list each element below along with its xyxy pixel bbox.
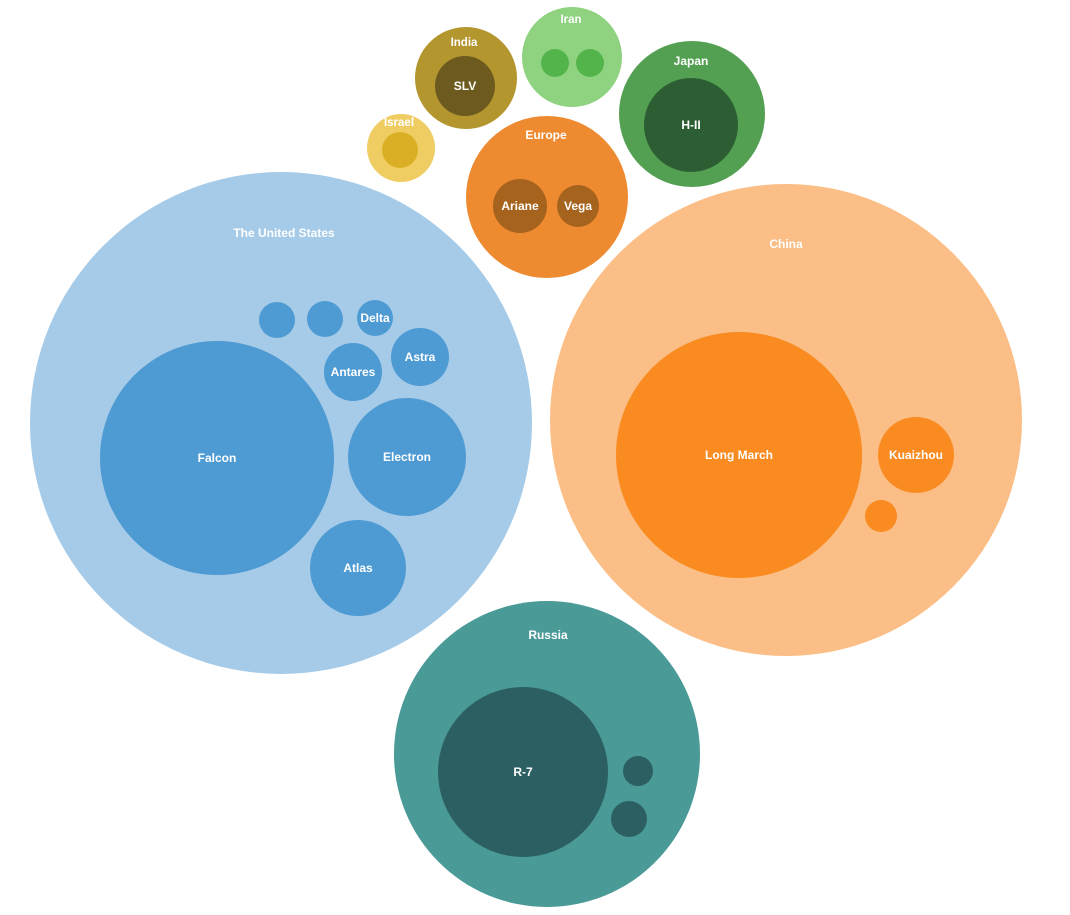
rocket-bubble-unlabeled[interactable] bbox=[611, 801, 647, 837]
rocket-bubble-falcon[interactable] bbox=[100, 341, 334, 575]
rocket-bubble-slv[interactable] bbox=[435, 56, 495, 116]
rocket-bubble-unlabeled[interactable] bbox=[541, 49, 569, 77]
rocket-bubble-r-7[interactable] bbox=[438, 687, 608, 857]
rocket-bubble-unlabeled[interactable] bbox=[382, 132, 418, 168]
rocket-bubble-delta[interactable] bbox=[357, 300, 393, 336]
rocket-bubble-kuaizhou[interactable] bbox=[878, 417, 954, 493]
rocket-bubble-unlabeled[interactable] bbox=[307, 301, 343, 337]
rocket-bubble-astra[interactable] bbox=[391, 328, 449, 386]
rocket-bubble-ariane[interactable] bbox=[493, 179, 547, 233]
rocket-bubble-electron[interactable] bbox=[348, 398, 466, 516]
rocket-bubble-long-march[interactable] bbox=[616, 332, 862, 578]
rocket-bubble-atlas[interactable] bbox=[310, 520, 406, 616]
rocket-bubble-unlabeled[interactable] bbox=[623, 756, 653, 786]
rocket-bubble-unlabeled[interactable] bbox=[576, 49, 604, 77]
country-bubble-europe[interactable] bbox=[466, 116, 628, 278]
country-bubble-iran[interactable] bbox=[522, 7, 622, 107]
rocket-bubble-unlabeled[interactable] bbox=[865, 500, 897, 532]
rocket-bubble-unlabeled[interactable] bbox=[259, 302, 295, 338]
rocket-bubble-h-ii[interactable] bbox=[644, 78, 738, 172]
country-group-iran: Iran bbox=[522, 7, 622, 107]
country-group-israel: Israel bbox=[367, 114, 435, 182]
rocket-bubble-vega[interactable] bbox=[557, 185, 599, 227]
rocket-bubble-antares[interactable] bbox=[324, 343, 382, 401]
